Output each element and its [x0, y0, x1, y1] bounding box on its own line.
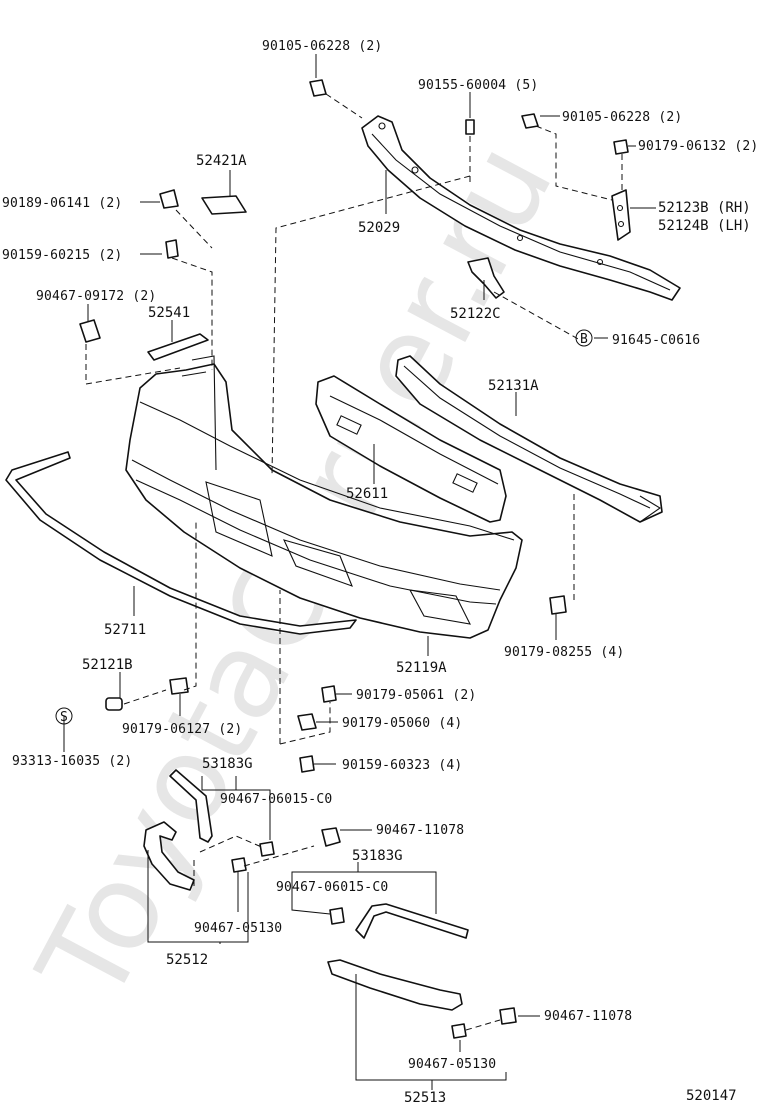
spoiler-52512-drawing: [143, 821, 195, 891]
label-52121b: 52121B: [82, 657, 133, 673]
circle-s-mark: S: [55, 707, 73, 725]
pad-52421a-drawing: [201, 195, 247, 215]
bracket-52123b-drawing: [611, 189, 631, 241]
absorber-52611-drawing: [315, 375, 507, 523]
label-52029: 52029: [358, 220, 400, 236]
label-53183g-b: 53183G: [352, 848, 403, 864]
spoiler-52513-drawing: [327, 959, 463, 1011]
circle-b-letter: B: [580, 332, 588, 347]
label-90179-06132: 90179-06132 (2): [638, 139, 758, 154]
part-labels: 90105-06228 (2) 90155-60004 (5) 90105-06…: [2, 39, 758, 1106]
label-90179-08255: 90179-08255 (4): [504, 645, 624, 660]
label-52119a: 52119A: [396, 660, 447, 676]
label-90467-09172: 90467-09172 (2): [36, 289, 156, 304]
dashed-leaders: [85, 93, 623, 1031]
label-93313-16035: 93313-16035 (2): [12, 754, 132, 769]
label-91645-c0616: 91645-C0616: [612, 333, 700, 348]
label-90105-06228-right: 90105-06228 (2): [562, 110, 682, 125]
label-52124b: 52124B (LH): [658, 218, 751, 234]
fasteners-drawing: [79, 79, 629, 1039]
label-90155-60004: 90155-60004 (5): [418, 78, 538, 93]
bracket-52122c-drawing: [467, 257, 505, 299]
strip-53183g-left-drawing: [169, 769, 213, 843]
grommet-52121b-drawing: [105, 697, 123, 711]
label-90189-06141: 90189-06141 (2): [2, 196, 122, 211]
label-90467-11078-a: 90467-11078: [376, 823, 464, 838]
label-52711: 52711: [104, 622, 146, 638]
label-52421a: 52421A: [196, 153, 247, 169]
label-53183g-a: 53183G: [202, 756, 253, 772]
solid-leaders: [63, 54, 656, 1090]
circle-s-letter: S: [60, 710, 68, 725]
strip-53183g-right-drawing: [355, 903, 469, 939]
label-52131a: 52131A: [488, 378, 539, 394]
label-90467-06015-a: 90467-06015-C0: [220, 792, 332, 807]
label-90159-60215: 90159-60215 (2): [2, 248, 122, 263]
label-52513: 52513: [404, 1090, 446, 1106]
reinforcement-52131a-drawing: [395, 355, 663, 523]
label-90159-60323: 90159-60323 (4): [342, 758, 462, 773]
label-52541: 52541: [148, 305, 190, 321]
label-52123b: 52123B (RH): [658, 200, 751, 216]
molding-52711-drawing: [5, 451, 357, 635]
label-90105-06228-top: 90105-06228 (2): [262, 39, 382, 54]
label-90467-05130-a: 90467-05130: [194, 921, 282, 936]
label-52611: 52611: [346, 486, 388, 502]
label-52122c: 52122C: [450, 306, 501, 322]
bumper-cover-52119a-drawing: [125, 355, 523, 639]
label-90179-05061: 90179-05061 (2): [356, 688, 476, 703]
label-90467-11078-b: 90467-11078: [544, 1009, 632, 1024]
reinforcement-52029-drawing: [361, 115, 681, 301]
label-90467-06015-b: 90467-06015-C0: [276, 880, 388, 895]
label-90467-05130-b: 90467-05130: [408, 1057, 496, 1072]
label-52512: 52512: [166, 952, 208, 968]
seal-52541-drawing: [147, 333, 209, 361]
circle-b-mark: B: [575, 329, 593, 347]
label-90179-06127: 90179-06127 (2): [122, 722, 242, 737]
label-90179-05060: 90179-05060 (4): [342, 716, 462, 731]
diagram-id: 520147: [686, 1088, 737, 1104]
